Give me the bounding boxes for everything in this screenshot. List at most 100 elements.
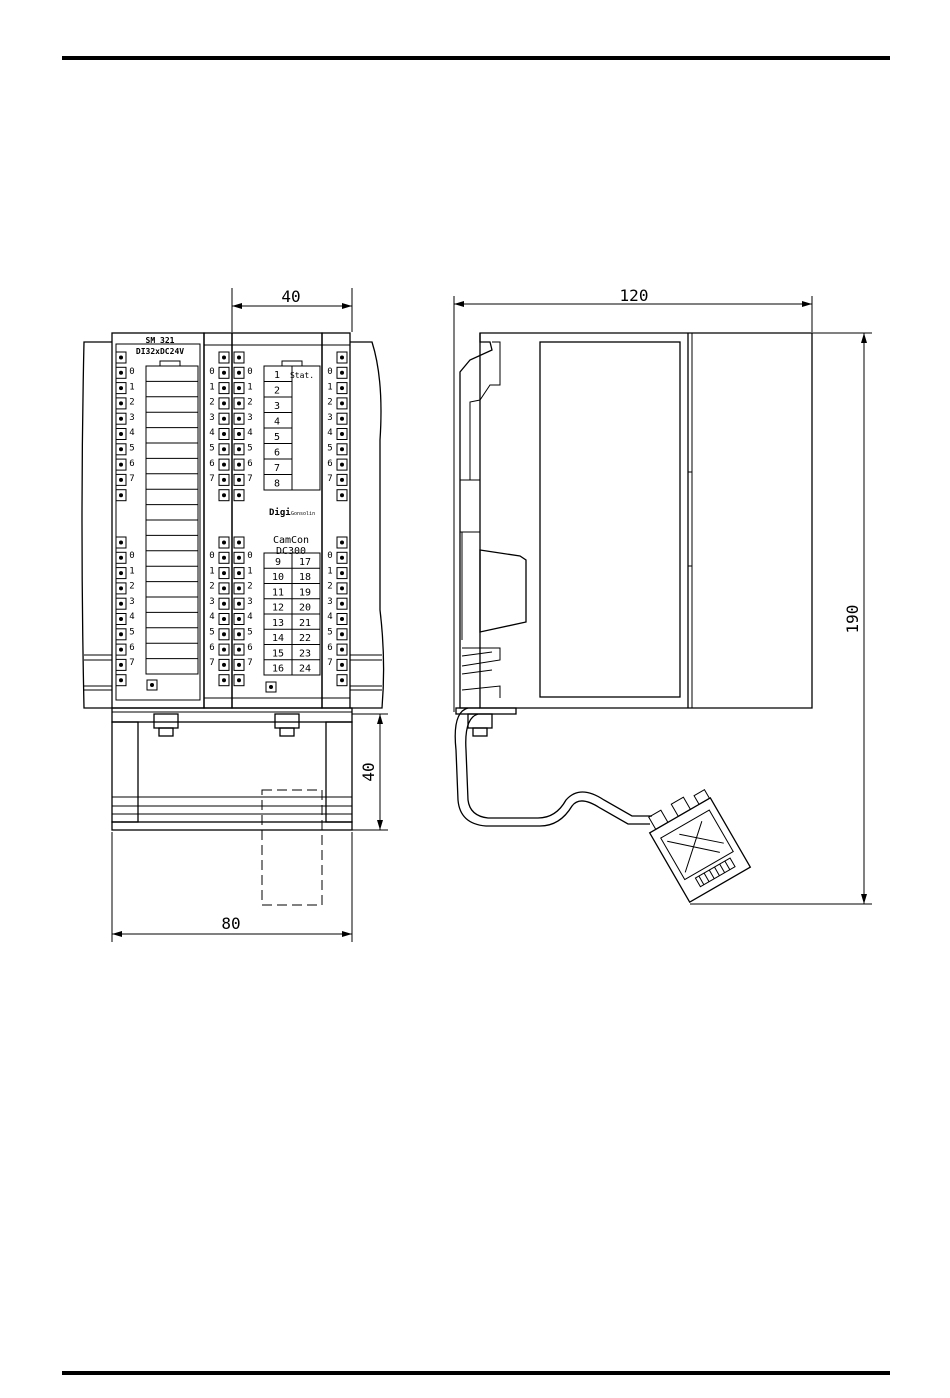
channel-label: 6: [209, 459, 214, 469]
channel-label: 7: [327, 658, 332, 668]
dim-front-top-width: 40: [281, 287, 300, 306]
channel-label: 4: [129, 612, 134, 622]
channel-label: 0: [327, 551, 332, 561]
channel-label: 7: [327, 474, 332, 484]
channel-label: 7: [247, 474, 252, 484]
channel-label: 3: [129, 413, 134, 423]
dim-side-depth: 120: [620, 286, 649, 305]
output-number: 13: [272, 618, 284, 629]
channel-label: 1: [327, 382, 332, 392]
channel-label: 5: [327, 628, 332, 638]
camcon-model: DC300: [276, 546, 306, 557]
output-number: 17: [299, 557, 311, 568]
output-number: 10: [272, 572, 284, 583]
side-view: 120 190: [454, 286, 872, 904]
channel-label: 4: [327, 612, 332, 622]
channel-label: 0: [327, 367, 332, 377]
output-number: 8: [274, 479, 280, 490]
channel-label: 6: [247, 643, 252, 653]
output-number: 7: [274, 463, 280, 474]
dim-front-bottom-width: 80: [221, 914, 240, 933]
channel-label: 2: [327, 582, 332, 592]
channel-label: 2: [247, 582, 252, 592]
channel-label: 3: [209, 597, 214, 607]
channel-label: 5: [247, 628, 252, 638]
channel-label: 5: [209, 628, 214, 638]
camcon-io-left: [204, 333, 232, 708]
manufacturer-caption: Gonsolin: [291, 511, 315, 517]
output-number: 14: [272, 633, 284, 644]
channel-label: 4: [209, 612, 214, 622]
channel-label: 4: [129, 428, 134, 438]
sm321-subtitle: DI32xDC24V: [136, 347, 184, 356]
output-number: 4: [274, 417, 280, 428]
channel-label: 7: [129, 474, 134, 484]
channel-label: 2: [129, 398, 134, 408]
channel-label: 0: [247, 551, 252, 561]
output-number: 23: [299, 648, 311, 659]
channel-label: 0: [129, 551, 134, 561]
dim-front-depth: 40: [359, 762, 378, 781]
channel-label: 2: [247, 398, 252, 408]
output-number: 9: [275, 557, 281, 568]
channel-label: 2: [327, 398, 332, 408]
channel-label: 7: [129, 658, 134, 668]
dim-side-height: 190: [843, 605, 862, 634]
channel-label: 3: [129, 597, 134, 607]
channel-label: 7: [209, 658, 214, 668]
channel-label: 3: [209, 413, 214, 423]
channel-label: 1: [247, 566, 252, 576]
channel-label: 6: [247, 459, 252, 469]
channel-label: 5: [129, 444, 134, 454]
channel-label: 5: [129, 628, 134, 638]
channel-label: 6: [129, 459, 134, 469]
channel-label: 4: [247, 612, 252, 622]
sm321-title: SM 321: [146, 336, 175, 345]
stat-label: Stat.: [290, 371, 314, 380]
camcon-brand: CamCon: [273, 535, 309, 546]
channel-label: 2: [209, 582, 214, 592]
channel-label: 5: [209, 444, 214, 454]
channel-label: 0: [209, 367, 214, 377]
channel-label: 0: [247, 367, 252, 377]
channel-label: 3: [327, 597, 332, 607]
output-number: 6: [274, 448, 280, 459]
channel-label: 3: [247, 597, 252, 607]
output-number: 3: [274, 401, 280, 412]
channel-label: 0: [209, 551, 214, 561]
channel-label: 7: [247, 658, 252, 668]
camcon-io-right: [322, 333, 350, 708]
channel-label: 4: [209, 428, 214, 438]
channel-label: 1: [209, 566, 214, 576]
output-number: 22: [299, 633, 311, 644]
channel-label: 1: [129, 566, 134, 576]
output-number: 24: [299, 664, 311, 675]
channel-label: 6: [209, 643, 214, 653]
channel-label: 1: [129, 382, 134, 392]
channel-label: 7: [209, 474, 214, 484]
front-view: SM 321 DI32xDC24V Stat. 12345678 Digi Go…: [82, 287, 388, 942]
output-number: 12: [272, 603, 284, 614]
side-label-window: [540, 342, 680, 697]
channel-label: 4: [247, 428, 252, 438]
output-number: 20: [299, 603, 311, 614]
channel-label: 2: [209, 398, 214, 408]
manufacturer-logo: Digi: [269, 507, 291, 518]
channel-label: 5: [327, 444, 332, 454]
output-number: 19: [299, 587, 311, 598]
output-number: 18: [299, 572, 311, 583]
output-number: 5: [274, 432, 280, 443]
output-number: 15: [272, 648, 284, 659]
channel-label: 4: [327, 428, 332, 438]
channel-label: 6: [327, 459, 332, 469]
channel-label: 6: [327, 643, 332, 653]
output-number: 11: [272, 587, 284, 598]
channel-label: 1: [209, 382, 214, 392]
channel-label: 3: [327, 413, 332, 423]
channel-label: 2: [129, 582, 134, 592]
output-number: 2: [274, 386, 280, 397]
channel-label: 1: [247, 382, 252, 392]
channel-label: 5: [247, 444, 252, 454]
channel-label: 3: [247, 413, 252, 423]
